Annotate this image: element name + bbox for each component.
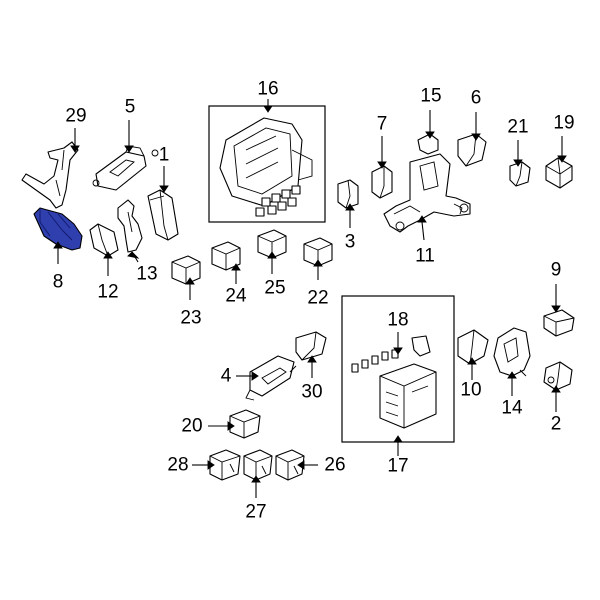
callout-27[interactable]: 27 [245, 502, 266, 523]
callout-10[interactable]: 10 [460, 380, 481, 401]
part-3-fuse[interactable] [337, 179, 359, 209]
part-12-connector[interactable] [89, 223, 119, 257]
callout-20[interactable]: 20 [181, 416, 202, 437]
part-26-connector[interactable] [275, 449, 305, 481]
part-10-relay[interactable] [457, 329, 489, 365]
part-17-junction-box[interactable] [379, 363, 437, 429]
part-8-highlighted-cover[interactable] [33, 207, 83, 251]
callout-23[interactable]: 23 [180, 308, 201, 329]
leader-arrowheads [53, 105, 567, 483]
part-17-bracket[interactable] [411, 335, 431, 357]
part-17-small-fuses[interactable] [351, 349, 399, 373]
callout-7[interactable]: 7 [377, 114, 388, 135]
part-28-connector[interactable] [209, 449, 241, 481]
part-1-relay-block[interactable] [147, 189, 179, 241]
part-15-clip[interactable] [417, 133, 439, 155]
part-23-relay[interactable] [171, 255, 201, 285]
part-4-module[interactable] [245, 355, 297, 401]
part-27-connector[interactable] [243, 449, 273, 481]
callout-19[interactable]: 19 [553, 113, 574, 134]
part-5-module[interactable] [92, 145, 159, 191]
callout-26[interactable]: 26 [324, 455, 345, 476]
part-7-relay[interactable] [371, 165, 393, 199]
callout-6[interactable]: 6 [471, 88, 482, 109]
callout-12[interactable]: 12 [97, 282, 118, 303]
part-16-fuses[interactable] [255, 185, 301, 217]
callout-5[interactable]: 5 [125, 97, 136, 118]
part-24-relay[interactable] [211, 241, 241, 271]
callout-25[interactable]: 25 [264, 278, 285, 299]
callout-1[interactable]: 1 [159, 145, 170, 166]
callout-17[interactable]: 17 [387, 456, 408, 477]
callout-30[interactable]: 30 [301, 382, 322, 403]
part-2-sensor[interactable] [543, 361, 573, 391]
callout-2[interactable]: 2 [551, 414, 562, 435]
part-19-relay[interactable] [545, 157, 573, 189]
callout-22[interactable]: 22 [307, 288, 328, 309]
part-11-bracket-assembly[interactable] [383, 153, 471, 233]
part-22-relay[interactable] [303, 237, 333, 267]
callout-3[interactable]: 3 [345, 232, 356, 253]
callout-8[interactable]: 8 [53, 272, 64, 293]
part-29-bracket[interactable] [21, 141, 79, 209]
callout-18[interactable]: 18 [387, 310, 408, 331]
part-30-connector[interactable] [295, 331, 327, 361]
callout-24[interactable]: 24 [225, 286, 247, 307]
part-21-relay[interactable] [509, 161, 531, 187]
callout-28[interactable]: 28 [167, 455, 188, 476]
callout-21[interactable]: 21 [507, 117, 528, 138]
callout-15[interactable]: 15 [420, 86, 441, 107]
part-20-relay[interactable] [229, 409, 261, 439]
callout-14[interactable]: 14 [501, 398, 523, 419]
part-14-bracket[interactable] [493, 327, 531, 377]
callout-29[interactable]: 29 [65, 106, 86, 127]
callout-11[interactable]: 11 [415, 246, 435, 267]
callout-13[interactable]: 13 [136, 264, 157, 285]
part-13-bracket[interactable] [117, 199, 143, 253]
part-6-relay[interactable] [457, 133, 487, 167]
callout-16[interactable]: 16 [257, 79, 278, 100]
callout-4[interactable]: 4 [221, 366, 232, 387]
part-9-connector[interactable] [543, 309, 575, 337]
callout-9[interactable]: 9 [551, 260, 562, 281]
